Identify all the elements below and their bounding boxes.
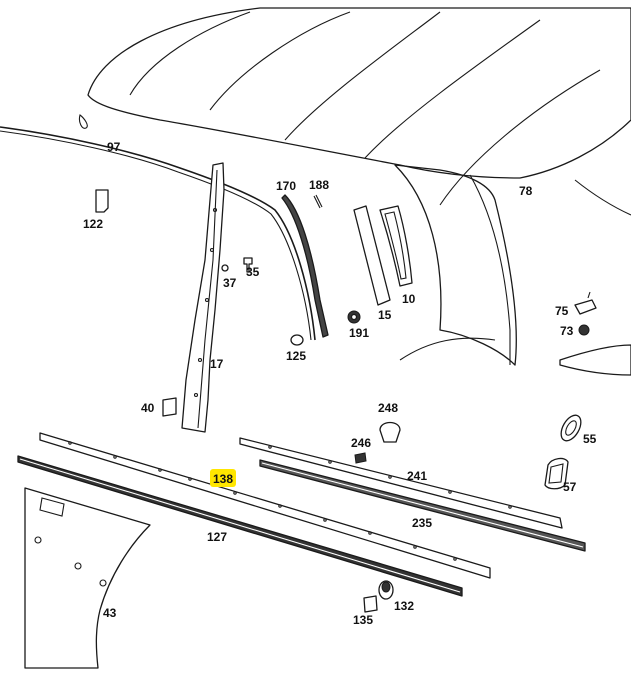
label-35: 35 xyxy=(246,265,260,279)
clip-part-246 xyxy=(354,452,367,464)
nut-part-73 xyxy=(578,324,590,336)
label-138: 138 xyxy=(213,472,233,486)
vent-part-15 xyxy=(353,205,391,306)
moulding-part-241 xyxy=(239,437,563,529)
label-75: 75 xyxy=(555,304,569,318)
label-127: 127 xyxy=(207,530,227,544)
moulding-part-138 xyxy=(39,432,491,579)
grommet-part-55 xyxy=(560,414,582,442)
label-57: 57 xyxy=(563,480,577,494)
label-17: 17 xyxy=(210,357,224,371)
label-97: 97 xyxy=(107,140,121,154)
screw-part-125 xyxy=(290,334,304,346)
label-188: 188 xyxy=(309,178,329,192)
clip-part-188 xyxy=(313,194,323,209)
label-241: 241 xyxy=(407,469,427,483)
label-43: 43 xyxy=(103,606,117,620)
nut-part-191 xyxy=(347,310,361,324)
washer-part-37 xyxy=(221,264,229,272)
label-73: 73 xyxy=(560,324,574,338)
label-132: 132 xyxy=(394,599,414,613)
part-138-highlight xyxy=(210,469,236,487)
trim-part-57 xyxy=(544,457,569,490)
plug-part-248 xyxy=(379,421,401,443)
label-170: 170 xyxy=(276,179,296,193)
label-248: 248 xyxy=(378,401,398,415)
screw-part-35 xyxy=(243,257,253,273)
label-191: 191 xyxy=(349,326,369,340)
label-235: 235 xyxy=(412,516,432,530)
plug-part-132 xyxy=(378,580,394,600)
moulding-part-127 xyxy=(17,455,463,597)
clip-part-122 xyxy=(95,189,109,213)
label-15: 15 xyxy=(378,308,392,322)
door-pillar-part-17 xyxy=(181,162,225,433)
label-78: 78 xyxy=(519,184,533,198)
label-10: 10 xyxy=(402,292,416,306)
label-246: 246 xyxy=(351,436,371,450)
window-frame-part-10 xyxy=(379,205,413,287)
label-122: 122 xyxy=(83,217,103,231)
clip-part-135 xyxy=(363,595,378,613)
label-135: 135 xyxy=(353,613,373,627)
label-37: 37 xyxy=(223,276,237,290)
part-labels: 97 78 122 170 188 35 37 15 10 191 125 17… xyxy=(83,140,597,627)
label-40: 40 xyxy=(141,401,155,415)
moulding-part-235 xyxy=(259,459,586,552)
side-panel-part-43 xyxy=(24,487,151,669)
soft-top-roof xyxy=(87,7,631,376)
seal-part-170 xyxy=(281,194,329,338)
bracket-part-40 xyxy=(162,397,177,417)
rain-rail-part-97 xyxy=(0,114,316,341)
label-125: 125 xyxy=(286,349,306,363)
bracket-part-75 xyxy=(574,291,597,315)
label-55: 55 xyxy=(583,432,597,446)
